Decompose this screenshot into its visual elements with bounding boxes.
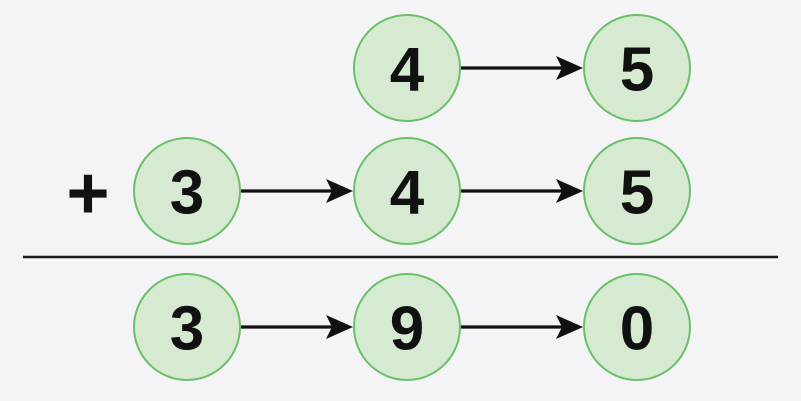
node-value-label: 3 [170,159,204,228]
node-row2-3[interactable]: 3 [133,137,241,245]
arrow-row2-3-to-4 [241,179,353,203]
arrow-row1-4-to-5 [461,56,583,80]
node-circle [353,137,461,245]
node-value-label: 3 [170,295,204,364]
arrow-head-icon [326,315,353,339]
node-circle [583,14,691,122]
arrow-row3-3-to-9 [241,315,353,339]
node-value-label: 9 [390,295,424,364]
node-row2-5[interactable]: 5 [583,137,691,245]
addend-row-2: + 3 4 5 [66,137,691,245]
node-circle [583,273,691,381]
node-circle [133,137,241,245]
arrow-row2-4-to-5 [461,179,583,203]
node-circle [353,273,461,381]
node-row3-9[interactable]: 9 [353,273,461,381]
node-row2-4[interactable]: 4 [353,137,461,245]
node-value-label: 4 [390,159,425,228]
arrow-head-icon [556,179,583,203]
node-row1-4[interactable]: 4 [353,14,461,122]
node-value-label: 5 [620,36,654,105]
node-value-label: 5 [620,159,654,228]
addend-row-1: 4 5 [353,14,691,122]
arrow-head-icon [556,315,583,339]
arrow-head-icon [556,56,583,80]
node-value-label: 4 [390,36,425,105]
node-circle [353,14,461,122]
node-row1-5[interactable]: 5 [583,14,691,122]
node-circle [133,273,241,381]
plus-operator-symbol: + [66,152,109,235]
arrow-row3-9-to-0 [461,315,583,339]
arrow-head-icon [326,179,353,203]
node-value-label: 0 [620,295,654,364]
node-circle [583,137,691,245]
node-row3-3[interactable]: 3 [133,273,241,381]
node-row3-0[interactable]: 0 [583,273,691,381]
sum-row: 3 9 0 [133,273,691,381]
